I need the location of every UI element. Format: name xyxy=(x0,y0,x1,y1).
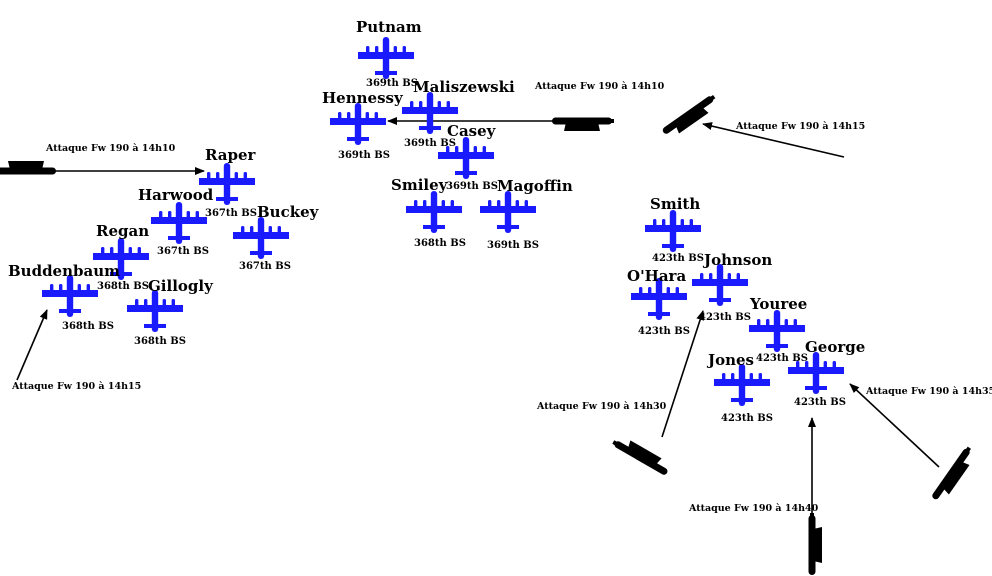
attack-label-5: Attaque Fw 190 à 14h35 xyxy=(865,386,992,397)
b17-bomber-icon xyxy=(127,290,183,332)
b17-bomber-icon xyxy=(42,275,98,317)
fw190-fighter-icon xyxy=(552,117,614,131)
b17-bomber-icon xyxy=(645,210,701,252)
attack-label-2: Attaque Fw 190 à 14h15 xyxy=(735,121,865,132)
bomber-4: Smiley 368th BS xyxy=(391,176,466,249)
bomber-squadron-label: 367th BS xyxy=(205,208,257,219)
bomber-pilot-name: Smiley xyxy=(391,176,449,194)
bomber-squadron-label: 368th BS xyxy=(62,321,114,332)
b17-bomber-icon xyxy=(406,191,462,233)
b17-bomber-icon xyxy=(330,103,386,145)
attack-arrow-5 xyxy=(849,383,940,468)
bomber-14: Johnson 423th BS xyxy=(692,251,772,323)
bomber-pilot-name: Maliszewski xyxy=(413,78,515,96)
bomber-squadron-label: 369th BS xyxy=(338,150,390,161)
bomber-pilot-name: Johnson xyxy=(702,251,772,269)
fw190-fighter-icon xyxy=(0,161,56,175)
attack-label-6: Attaque Fw 190 à 14h40 xyxy=(688,503,819,514)
bomber-3: Casey 369th BS xyxy=(438,122,498,192)
bomber-pilot-name: Raper xyxy=(205,146,257,164)
b17-bomber-icon xyxy=(233,217,289,259)
bomber-squadron-label: 423th BS xyxy=(699,312,751,323)
fighter-silhouettes xyxy=(0,93,978,575)
bomber-squadron-label: 369th BS xyxy=(404,138,456,149)
bomber-pilot-name: Regan xyxy=(96,222,149,240)
bomber-squadron-label: 423th BS xyxy=(638,326,690,337)
bomber-squadron-label: 423th BS xyxy=(794,397,846,408)
bomber-10: Buddenbaum 368th BS xyxy=(8,262,120,332)
attack-label-0: Attaque Fw 190 à 14h10 xyxy=(534,81,665,92)
bomber-pilot-name: Magoffin xyxy=(497,177,573,195)
bomber-pilot-name: Jones xyxy=(706,351,754,369)
attack-arrow-2 xyxy=(702,122,845,158)
fw190-fighter-icon xyxy=(661,93,720,141)
bomber-squadron-label: 367th BS xyxy=(239,261,291,272)
bomber-11: Gillogly 368th BS xyxy=(127,277,214,347)
bomber-squadron-label: 368th BS xyxy=(97,281,149,292)
attack-arrow-4 xyxy=(661,310,705,438)
bomber-16: Jones 423th BS xyxy=(706,351,773,424)
bomber-8: Buckey 367th BS xyxy=(233,203,320,272)
bomber-15: Youree 423th BS xyxy=(749,295,808,364)
bomber-pilot-name: Gillogly xyxy=(148,277,214,295)
bomber-13: O'Hara 423th BS xyxy=(627,267,690,337)
bomber-pilot-name: George xyxy=(805,338,865,356)
bomber-squadron-label: 367th BS xyxy=(157,246,209,257)
fw190-fighter-icon xyxy=(808,513,822,575)
bomber-squadron-label: 423th BS xyxy=(756,353,808,364)
bomber-17: George 423th BS xyxy=(788,338,865,408)
bomber-pilot-name: Hennessy xyxy=(322,89,404,107)
attack-label-3: Attaque Fw 190 à 14h15 xyxy=(11,381,141,392)
bomber-pilot-name: Casey xyxy=(447,122,497,140)
fw190-fighter-icon xyxy=(930,445,978,505)
bomber-squadron-label: 369th BS xyxy=(446,181,498,192)
bomber-squadron-label: 423th BS xyxy=(721,413,773,424)
attack-arrow-3 xyxy=(16,309,48,381)
bomber-7: Harwood 367th BS xyxy=(138,186,214,257)
bomber-pilot-name: Buckey xyxy=(257,203,320,221)
b17-bomber-icon xyxy=(358,37,414,79)
attack-label-4: Attaque Fw 190 à 14h30 xyxy=(536,401,667,412)
b17-bomber-icon xyxy=(480,191,536,233)
bomber-pilot-name: Smith xyxy=(650,195,700,213)
bomber-pilot-name: Youree xyxy=(749,295,807,313)
bomber-1: Maliszewski 369th BS xyxy=(402,78,515,149)
bomber-squadron-label: 368th BS xyxy=(134,336,186,347)
bomber-9: Regan 368th BS xyxy=(93,222,149,292)
bomber-2: Hennessy 369th BS xyxy=(322,89,404,161)
bomber-5: Magoffin 369th BS xyxy=(480,177,573,251)
bomber-squadron-label: 423th BS xyxy=(652,253,704,264)
bomber-pilot-name: Harwood xyxy=(138,186,214,204)
bomber-squadron-label: 369th BS xyxy=(487,240,539,251)
bomber-squadron-label: 369th BS xyxy=(366,78,418,89)
bomber-pilot-name: O'Hara xyxy=(627,267,686,285)
bomber-12: Smith 423th BS xyxy=(645,195,704,264)
b17-bomber-icon xyxy=(749,310,805,352)
bomber-pilot-name: Buddenbaum xyxy=(8,262,120,280)
b17-bomber-icon xyxy=(151,202,207,244)
b17-bomber-icon xyxy=(714,364,770,406)
bomber-0: Putnam 369th BS xyxy=(356,18,422,89)
bomber-pilot-name: Putnam xyxy=(356,18,422,36)
bomber-squadron-label: 368th BS xyxy=(414,238,466,249)
fw190-fighter-icon xyxy=(611,433,672,477)
attack-label-1: Attaque Fw 190 à 14h10 xyxy=(45,143,176,154)
bomber-6: Raper 367th BS xyxy=(199,146,257,219)
b17-bomber-icon xyxy=(692,264,748,306)
